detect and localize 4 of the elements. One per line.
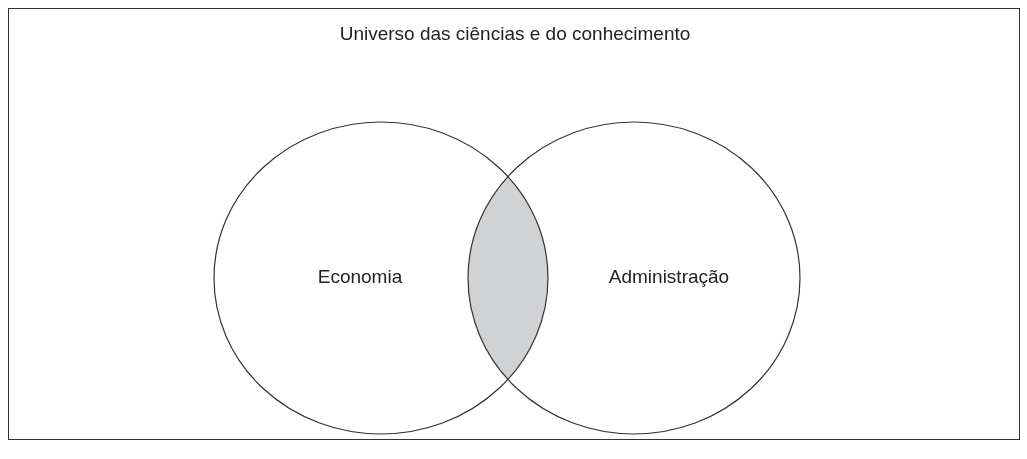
- universe-box: [8, 8, 1020, 440]
- heading: Universo das ciências e do conhecimento: [339, 23, 691, 44]
- circle-label: Administração: [608, 266, 730, 287]
- circle-label: Economia: [317, 266, 403, 287]
